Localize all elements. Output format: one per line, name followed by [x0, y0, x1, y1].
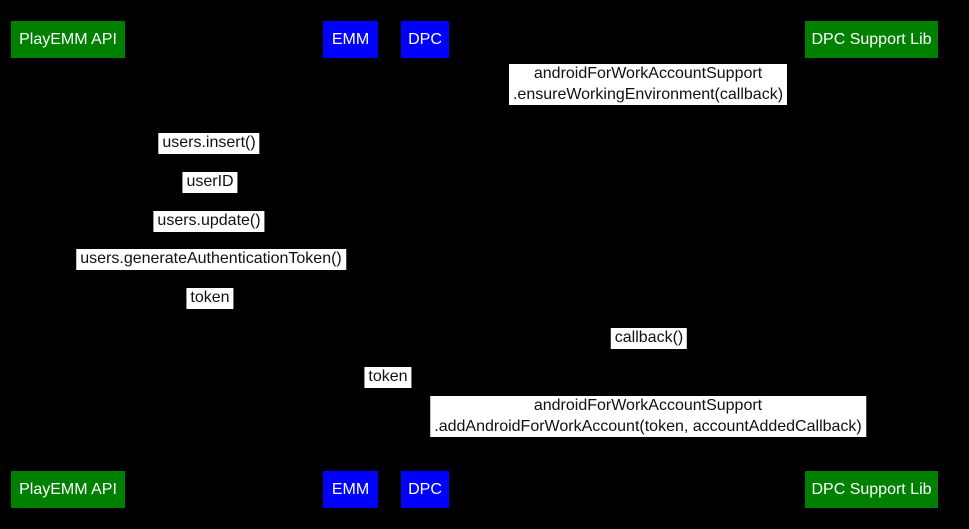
message-label-users-update: users.update() — [153, 211, 265, 232]
message-text: users.update() — [157, 212, 261, 229]
message-text: userID — [186, 173, 234, 190]
actor-label: DPC Support Lib — [811, 30, 932, 48]
actor-top-dpc: DPC — [401, 21, 449, 58]
message-text: callback() — [614, 329, 684, 346]
message-text: androidForWorkAccountSupport — [533, 397, 763, 414]
message-label-user-id: userID — [182, 172, 238, 193]
message-label-add-android-for-work-account: androidForWorkAccountSupport .addAndroidF… — [430, 396, 866, 437]
message-text: .ensureWorkingEnvironment(callback) — [512, 85, 784, 103]
actor-top-emm: EMM — [323, 21, 378, 58]
message-text: token — [190, 289, 230, 306]
actor-top-dpc-support-lib: DPC Support Lib — [805, 21, 938, 58]
actor-label: DPC — [408, 30, 442, 48]
actor-label: DPC Support Lib — [811, 480, 932, 498]
message-text: .addAndroidForWorkAccount(token, account… — [434, 417, 862, 435]
message-label-ensure-working-environment: androidForWorkAccountSupport .ensureWorki… — [508, 64, 788, 105]
message-label-token-to-dpc: token — [364, 367, 412, 388]
actor-bottom-playemm-api: PlayEMM API — [11, 471, 125, 508]
message-text: users.insert() — [162, 134, 256, 151]
message-text: token — [368, 368, 408, 385]
message-label-callback: callback() — [610, 328, 688, 349]
message-text: users.generateAuthenticationToken() — [80, 250, 342, 267]
actor-label: PlayEMM API — [19, 480, 117, 498]
actor-label: PlayEMM API — [19, 30, 117, 48]
message-label-token-to-emm: token — [186, 288, 234, 309]
actor-label: EMM — [331, 480, 370, 498]
actor-bottom-dpc: DPC — [401, 471, 449, 508]
message-text: androidForWorkAccountSupport — [533, 65, 763, 82]
message-label-users-insert: users.insert() — [158, 133, 260, 154]
actor-bottom-emm: EMM — [323, 471, 378, 508]
actor-bottom-dpc-support-lib: DPC Support Lib — [805, 471, 938, 508]
message-label-users-generate-authentication-token: users.generateAuthenticationToken() — [76, 249, 346, 270]
actor-top-playemm-api: PlayEMM API — [11, 21, 125, 58]
actor-label: EMM — [331, 30, 370, 48]
actor-label: DPC — [408, 480, 442, 498]
